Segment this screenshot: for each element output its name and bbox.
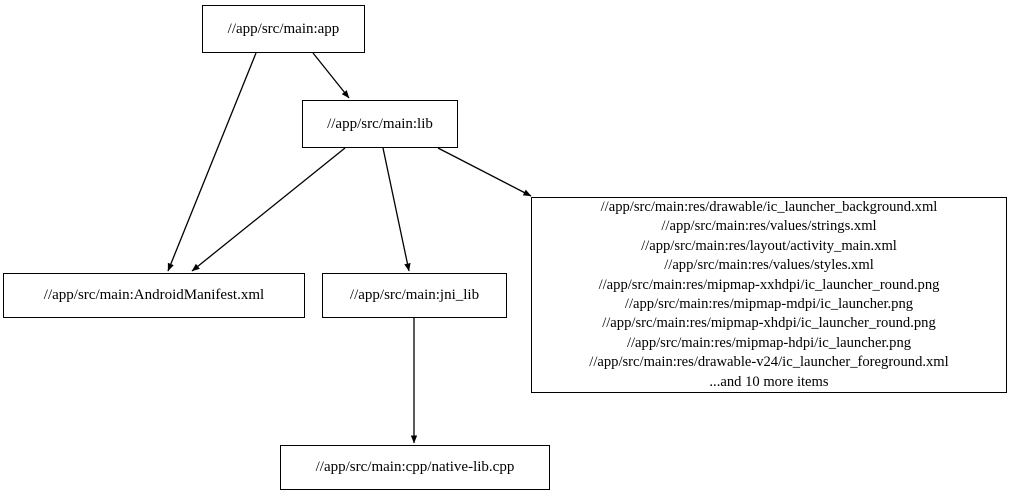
graph-node-jni-lib[interactable]: //app/src/main:jni_lib: [322, 273, 507, 318]
graph-edge: [312, 52, 350, 99]
graph-node-label: //app/src/main:jni_lib: [349, 287, 480, 303]
graph-node-label: //app/src/main:lib: [327, 115, 433, 132]
graph-node-label: //app/src/main:res/drawable/ic_launcher_…: [589, 198, 949, 390]
graph-node-label: //app/src/main:AndroidManifest.xml: [43, 287, 265, 303]
graph-node-app[interactable]: //app/src/main:app: [202, 5, 365, 53]
graph-node-resources[interactable]: //app/src/main:res/drawable/ic_launcher_…: [531, 197, 1007, 393]
graph-node-android-manifest[interactable]: //app/src/main:AndroidManifest.xml: [3, 273, 305, 318]
graph-edge: [167, 52, 257, 272]
graph-edge: [382, 147, 411, 272]
graph-edge: [437, 147, 532, 197]
graph-node-lib[interactable]: //app/src/main:lib: [302, 100, 458, 148]
graph-node-label: //app/src/main:cpp/native-lib.cpp: [315, 459, 515, 475]
graph-node-native-lib-cpp[interactable]: //app/src/main:cpp/native-lib.cpp: [280, 445, 550, 490]
graph-edge: [191, 147, 346, 272]
graph-node-label: //app/src/main:app: [227, 20, 340, 37]
